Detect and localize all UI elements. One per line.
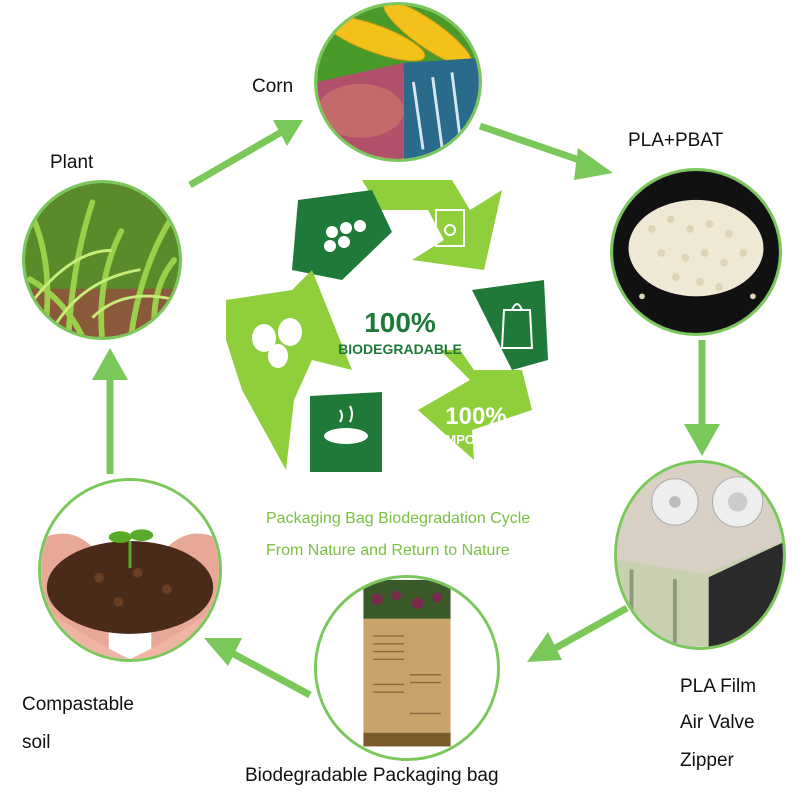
arrow-plant-to-corn xyxy=(188,120,303,189)
film-valve-zipper-image xyxy=(614,460,786,650)
bag-icon xyxy=(435,209,465,247)
pla-pbat-pellets-image xyxy=(610,168,782,336)
arrow-bag-to-soil xyxy=(204,638,312,699)
arrow-film-to-bag xyxy=(527,604,629,662)
caption-line1: Packaging Bag Biodegradation Cycle xyxy=(266,510,531,527)
packaging-bag-image xyxy=(314,575,500,761)
compostable-word: COMPOSTABLE xyxy=(426,432,526,447)
pellets-icon xyxy=(324,220,366,252)
label-corn: Corn xyxy=(252,76,294,97)
label-air-valve: Air Valve xyxy=(680,712,755,733)
corn-image xyxy=(314,2,482,162)
biodegradable-percent: 100% xyxy=(364,307,436,338)
arrow-corn-to-pla-pbat xyxy=(478,122,613,180)
label-soil-line2: soil xyxy=(22,732,51,753)
label-bag: Biodegradable Packaging bag xyxy=(245,765,499,786)
label-pla-film: PLA Film xyxy=(680,676,757,697)
recycle-symbol: 100% BIODEGRADABLE 100% COMPOSTABLE xyxy=(226,180,548,472)
label-zipper: Zipper xyxy=(680,750,734,771)
compost-icon xyxy=(324,405,368,444)
soil-hands-image xyxy=(38,478,222,662)
label-pla-pbat: PLA+PBAT xyxy=(628,130,724,151)
label-plant: Plant xyxy=(50,152,94,173)
biodegradable-word: BIODEGRADABLE xyxy=(338,341,462,357)
compostable-percent: 100% xyxy=(445,403,506,430)
arrow-soil-to-plant xyxy=(92,348,128,474)
arrow-pla-pbat-to-film xyxy=(684,340,720,456)
plant-image xyxy=(22,180,182,340)
caption-line2: From Nature and Return to Nature xyxy=(266,542,510,559)
seeds-icon xyxy=(252,318,302,368)
shopping-bag-icon xyxy=(500,303,534,349)
label-soil-line1: Compastable xyxy=(22,694,134,715)
